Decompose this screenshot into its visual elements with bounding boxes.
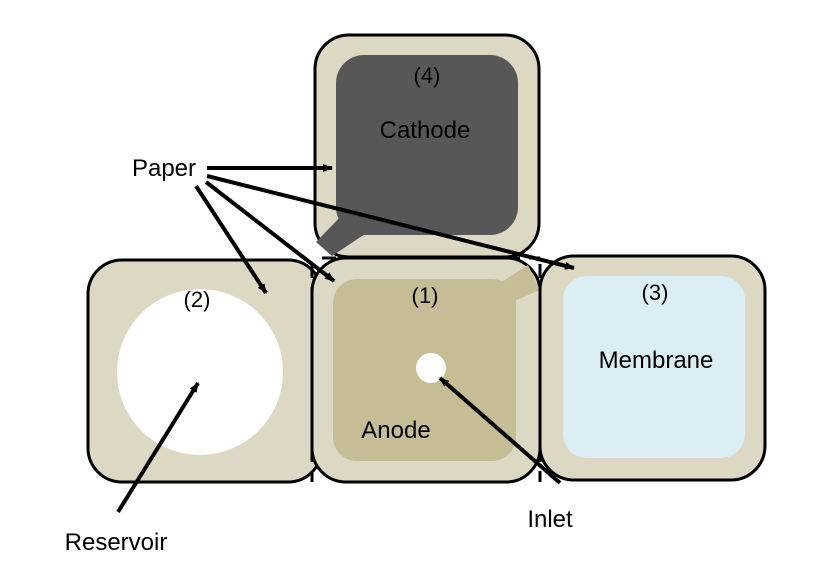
anode-inlet-hole xyxy=(416,353,446,383)
membrane-number: (3) xyxy=(642,280,669,305)
cathode-tab xyxy=(316,212,368,256)
paper-arrow-anode xyxy=(204,180,336,283)
cathode-panel: (4) Cathode xyxy=(313,33,541,259)
inlet-callout-label: Inlet xyxy=(527,506,573,533)
cathode-label: Cathode xyxy=(380,117,471,144)
anode-number: (1) xyxy=(412,283,439,308)
reservoir-number: (2) xyxy=(184,287,211,312)
anode-panel: (1) Anode xyxy=(310,256,542,484)
reservoir-arrow xyxy=(116,381,200,514)
paper-arrow-reservoir xyxy=(194,184,268,295)
membrane-label: Membrane xyxy=(599,347,714,374)
paper-arrow-membrane xyxy=(206,174,575,270)
callout-arrows xyxy=(116,164,575,514)
anode-label: Anode xyxy=(361,417,430,444)
paper-callout-label: Paper xyxy=(132,155,196,182)
cathode-number: (4) xyxy=(414,63,441,88)
fold-lines xyxy=(310,256,542,482)
membrane-sheet xyxy=(563,276,745,458)
reservoir-well xyxy=(117,289,283,455)
inlet-arrow xyxy=(438,376,562,485)
reservoir-callout-label: Reservoir xyxy=(65,529,168,556)
cathode-electrode xyxy=(336,55,518,235)
reservoir-panel: (2) xyxy=(86,258,324,484)
anode-tab xyxy=(500,265,540,302)
membrane-panel: (3) Membrane xyxy=(538,254,767,482)
